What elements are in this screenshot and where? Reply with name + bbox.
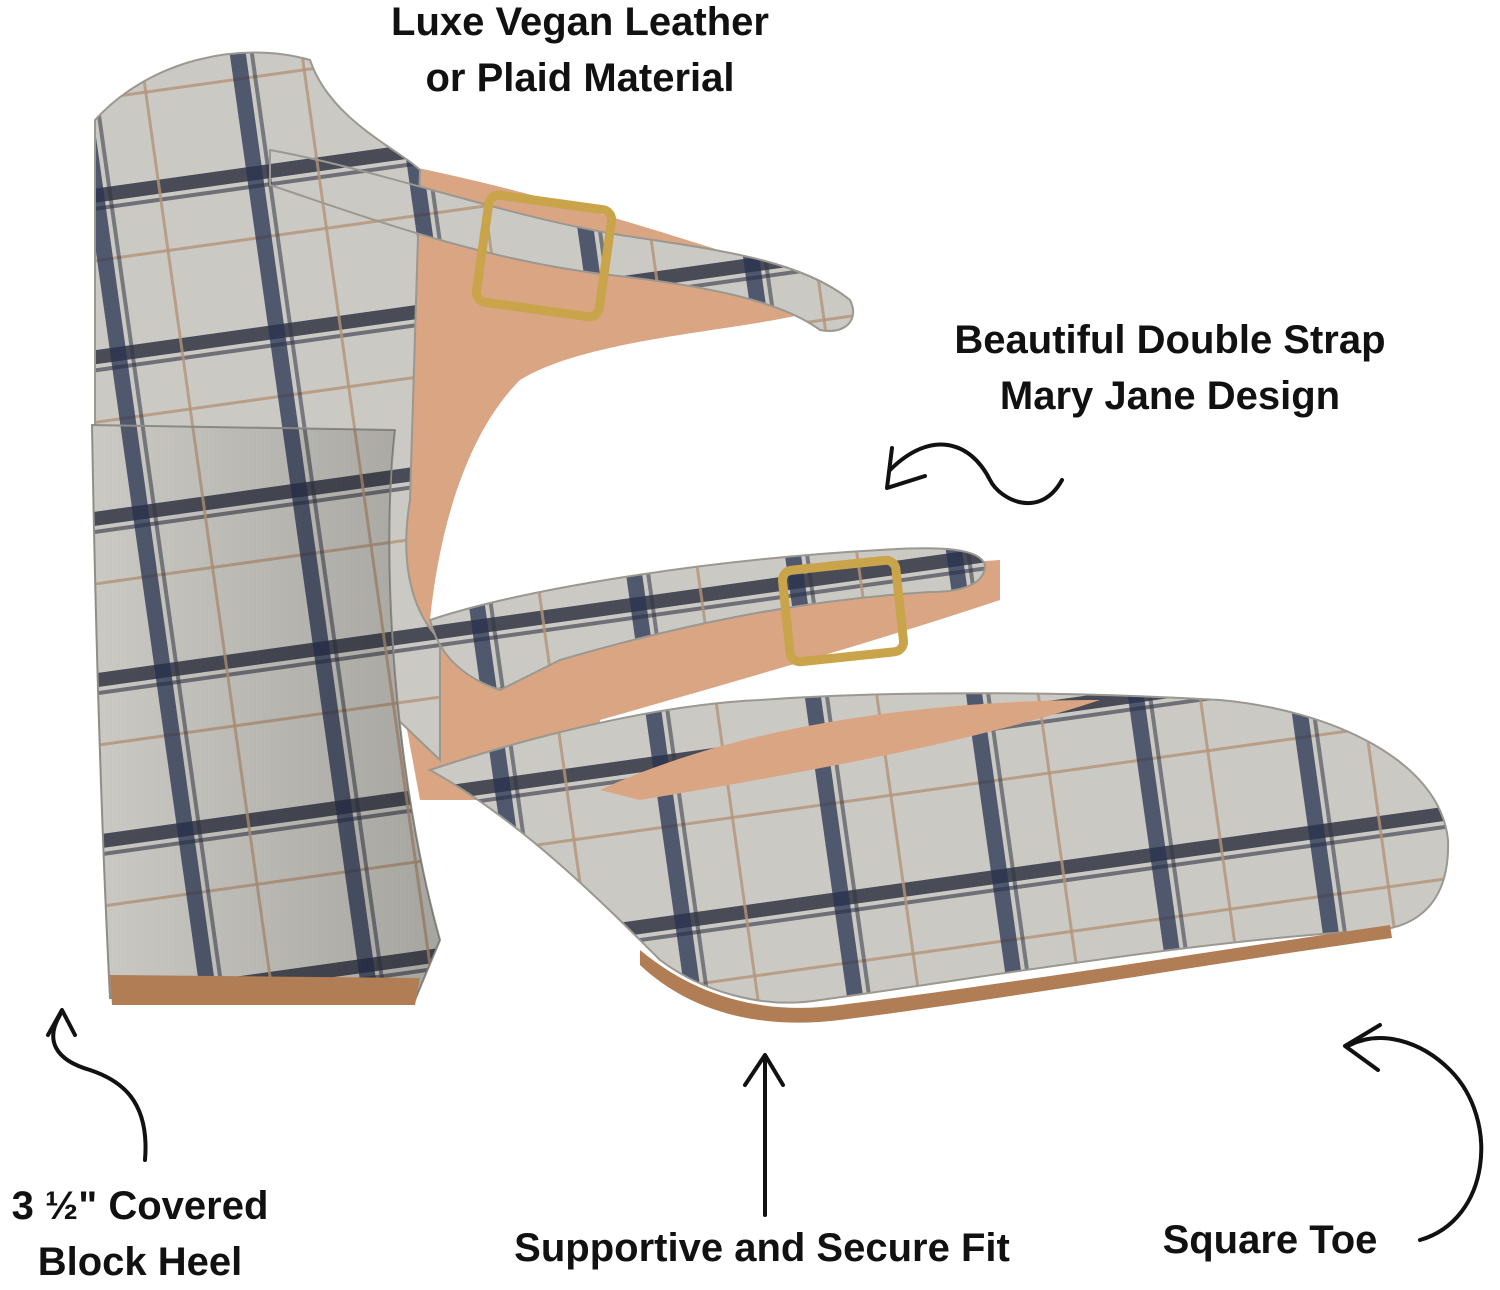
fit-callout-line1: Supportive and Secure Fit — [514, 1226, 1010, 1270]
upper-buckle-icon — [471, 190, 617, 322]
strap-arrow-icon — [885, 442, 1064, 505]
lower-strap — [428, 547, 987, 692]
heel-callout-line1: 3 ½" Covered — [11, 1184, 269, 1228]
material-callout: Luxe Vegan Leather or Plaid Material — [330, 0, 830, 106]
upper-strap — [269, 148, 855, 332]
lower-buckle-icon — [777, 555, 909, 667]
toe-arrow-icon — [1343, 1023, 1484, 1242]
strap-callout-line2: Mary Jane Design — [999, 374, 1341, 418]
heel-callout: 3 ½" Covered Block Heel — [0, 1178, 280, 1290]
toe-callout: Square Toe — [1130, 1212, 1410, 1268]
strap-callout: Beautiful Double Strap Mary Jane Design — [880, 312, 1460, 424]
fit-callout: Supportive and Secure Fit — [462, 1220, 1062, 1276]
material-callout-line1: Luxe Vegan Leather — [391, 0, 769, 44]
material-callout-line2: or Plaid Material — [425, 56, 735, 100]
heel-sole-cap — [110, 975, 420, 1005]
strap-callout-line1: Beautiful Double Strap — [954, 318, 1386, 362]
vamp-lining-edge — [600, 700, 1100, 800]
toe-callout-line1: Square Toe — [1162, 1218, 1378, 1262]
heel-callout-line2: Block Heel — [37, 1240, 243, 1284]
fit-arrow-icon — [743, 1053, 785, 1217]
heel-arrow-icon — [46, 1008, 148, 1162]
